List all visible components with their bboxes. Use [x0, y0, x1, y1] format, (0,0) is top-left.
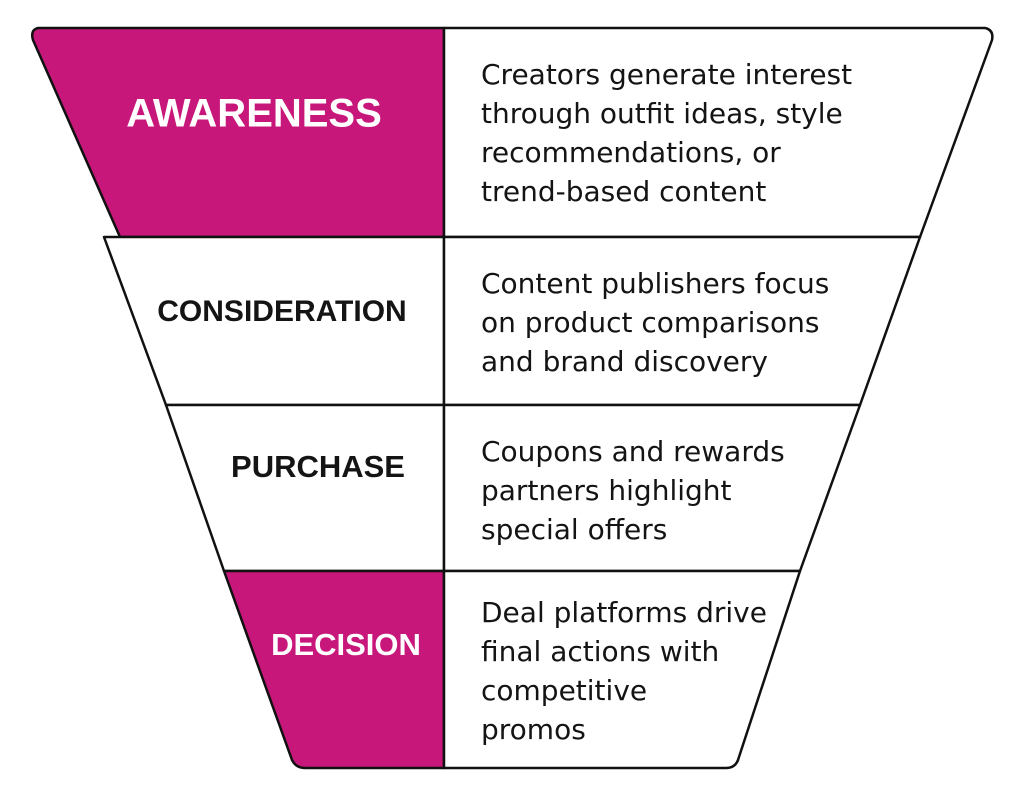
awareness-description-panel — [442, 26, 994, 239]
decision-title: DECISION — [271, 627, 421, 662]
decision-description: Deal platforms drive final actions with … — [481, 596, 776, 746]
awareness-description-line: trend-based content — [481, 175, 766, 208]
consideration-title: CONSIDERATION — [157, 295, 406, 328]
decision-description-line: promos — [481, 713, 586, 746]
purchase-description-line: special offers — [481, 513, 667, 546]
awareness-description-line: Creators generate interest — [481, 58, 852, 91]
awareness-description-line: through outfit ideas, style — [481, 97, 843, 130]
purchase-description-line: Coupons and rewards — [481, 435, 785, 468]
consideration-description-line: on product comparisons — [481, 306, 819, 339]
purchase-description: Coupons and rewards partners highlight s… — [481, 435, 794, 546]
decision-stage-panel — [222, 569, 446, 770]
awareness-description-line: recommendations, or — [481, 136, 781, 169]
decision-description-panel — [442, 569, 802, 770]
consideration-description-line: Content publishers focus — [481, 267, 829, 300]
purchase-stage-panel — [164, 403, 446, 573]
purchase-description-line: partners highlight — [481, 474, 732, 507]
decision-description-line: final actions with — [481, 635, 719, 668]
awareness-title: AWARENESS — [126, 92, 382, 136]
purchase-title: PURCHASE — [231, 449, 405, 484]
decision-description-line: Deal platforms drive — [481, 596, 767, 629]
awareness-description: Creators generate interest through outfi… — [481, 58, 861, 208]
consideration-description: Content publishers focus on product comp… — [481, 267, 838, 378]
consideration-description-line: and brand discovery — [481, 345, 768, 378]
decision-description-line: competitive — [481, 674, 647, 707]
